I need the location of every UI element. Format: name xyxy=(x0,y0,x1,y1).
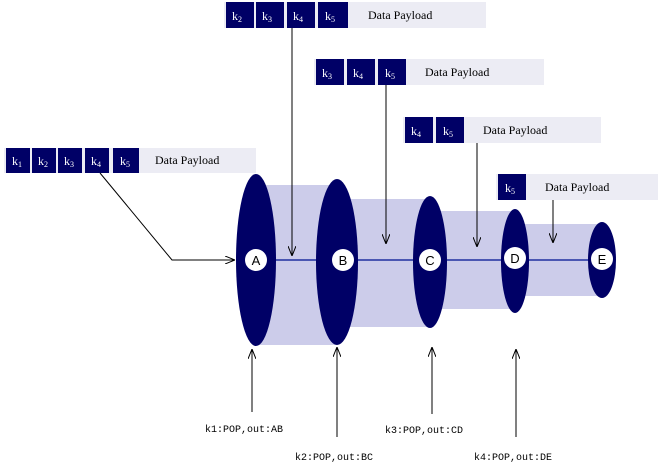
node-c: C xyxy=(413,196,447,328)
key-k5: k5 xyxy=(436,117,464,143)
packet-arrows xyxy=(99,28,553,260)
svg-text:k2: k2 xyxy=(232,9,242,24)
operation-label-bc: k2:POP,out:BC xyxy=(295,452,373,464)
payload-label: Data Payload xyxy=(545,180,609,194)
key-k4: k4 xyxy=(405,117,433,143)
payload-label: Data Payload xyxy=(425,65,489,79)
packet-5: k5 Data Payload xyxy=(496,174,658,200)
key-k5: k5 xyxy=(498,174,526,200)
node-c-label: C xyxy=(425,253,434,268)
key-k3: k3 xyxy=(58,148,82,173)
svg-text:k3: k3 xyxy=(322,66,332,81)
node-a-label: A xyxy=(252,253,261,268)
key-k3: k3 xyxy=(256,2,284,28)
packet-4: k4 k5 Data Payload xyxy=(403,117,601,143)
node-d: D xyxy=(501,209,529,313)
arrow-packet-1 xyxy=(99,172,234,260)
svg-text:k5: k5 xyxy=(505,181,515,196)
svg-text:k5: k5 xyxy=(443,124,453,139)
payload-label: Data Payload xyxy=(155,153,219,167)
svg-text:k4: k4 xyxy=(411,124,421,139)
packet-3: k3 k4 k5 Data Payload xyxy=(314,59,544,85)
key-k4: k4 xyxy=(85,148,109,173)
svg-text:k5: k5 xyxy=(325,9,335,24)
key-k3: k3 xyxy=(316,59,344,85)
svg-text:k5: k5 xyxy=(120,154,130,169)
node-b: B xyxy=(316,179,358,345)
operation-label-ab: k1:POP,out:AB xyxy=(205,424,283,436)
key-k5: k5 xyxy=(318,2,348,28)
key-k1: k1 xyxy=(6,148,30,173)
key-k2: k2 xyxy=(226,2,254,28)
payload-label: Data Payload xyxy=(368,8,432,22)
nodes: A B C D E xyxy=(236,174,616,346)
packet-2: k2 k3 k4 k5 Data Payload xyxy=(224,2,486,28)
operation-label-cd: k3:POP,out:CD xyxy=(385,425,463,437)
key-k5: k5 xyxy=(113,148,139,173)
node-e-label: E xyxy=(598,252,607,267)
operation-arrows xyxy=(252,348,516,437)
svg-text:k4: k4 xyxy=(91,154,101,169)
node-b-label: B xyxy=(339,253,348,268)
svg-text:k4: k4 xyxy=(293,9,303,24)
svg-text:k3: k3 xyxy=(64,154,74,169)
node-e: E xyxy=(588,222,616,298)
svg-text:k5: k5 xyxy=(385,66,395,81)
key-k2: k2 xyxy=(32,148,56,173)
svg-text:k1: k1 xyxy=(12,154,22,169)
packet-1: k1 k2 k3 k4 k5 Data Payload xyxy=(4,148,256,173)
svg-text:k2: k2 xyxy=(38,154,48,169)
key-k5: k5 xyxy=(378,59,406,85)
payload-label: Data Payload xyxy=(483,123,547,137)
svg-text:k4: k4 xyxy=(353,66,363,81)
operation-label-de: k4:POP,out:DE xyxy=(474,452,552,464)
node-a: A xyxy=(236,174,276,346)
node-d-label: D xyxy=(510,251,519,266)
svg-text:k3: k3 xyxy=(262,9,272,24)
key-k4: k4 xyxy=(287,2,315,28)
key-k4: k4 xyxy=(347,59,375,85)
